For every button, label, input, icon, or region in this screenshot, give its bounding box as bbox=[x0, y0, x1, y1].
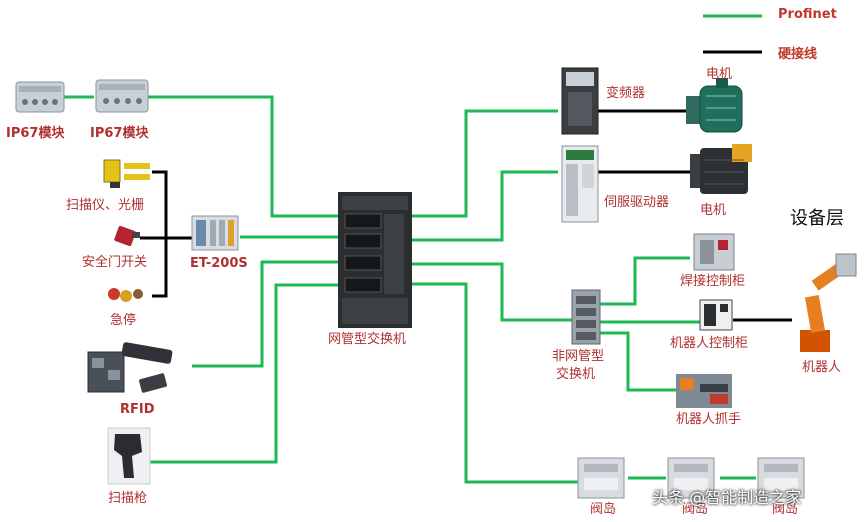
label-managed-switch: 网管型交换机 bbox=[328, 332, 407, 347]
label-valve-2: 阀岛 bbox=[682, 502, 709, 517]
motor-2-icon bbox=[690, 144, 752, 194]
robot-icon bbox=[800, 253, 857, 352]
valve-island-3-icon bbox=[757, 457, 805, 499]
label-inverter: 变频器 bbox=[606, 86, 646, 101]
valve-island-1-icon bbox=[577, 457, 625, 499]
link-unmanaged-gripper bbox=[600, 331, 676, 392]
label-door-switch: 安全门开关 bbox=[82, 255, 148, 270]
link-rfid-switch bbox=[192, 260, 355, 368]
et200s-icon bbox=[191, 215, 239, 251]
label-motor-2: 电机 bbox=[700, 203, 727, 218]
label-rfid: RFID bbox=[120, 402, 155, 417]
servo-drive-icon bbox=[561, 145, 599, 223]
label-robot-cabinet: 机器人控制柜 bbox=[670, 336, 749, 351]
welding-cabinet-icon bbox=[693, 233, 735, 271]
label-valve-1: 阀岛 bbox=[590, 502, 617, 517]
label-servo-drive: 伺服驱动器 bbox=[604, 195, 670, 210]
legend-hardwire-label: 硬接线 bbox=[778, 47, 818, 62]
scanner-light-curtain-icon bbox=[103, 159, 150, 188]
robot-gripper-icon bbox=[676, 374, 732, 408]
label-device-layer: 设备层 bbox=[790, 208, 844, 229]
motor-1-icon bbox=[686, 78, 743, 133]
hardwire-lines bbox=[140, 50, 792, 322]
label-unmanaged-switch-line2: 交换机 bbox=[556, 367, 596, 382]
rfid-reader-icon bbox=[87, 342, 173, 393]
link-switch-inverter bbox=[380, 109, 558, 218]
label-unmanaged-switch-line1: 非网管型 bbox=[552, 349, 605, 364]
watermark: 头条 @智能制造之家 bbox=[652, 488, 802, 507]
link-switch-servo bbox=[380, 170, 558, 242]
link-switch-valves bbox=[380, 282, 578, 484]
emergency-stop-icon bbox=[108, 288, 143, 302]
label-estop: 急停 bbox=[110, 313, 137, 328]
door-switch-icon bbox=[114, 225, 140, 247]
label-motor-1: 电机 bbox=[706, 67, 733, 82]
link-unmanaged-welding bbox=[600, 256, 690, 306]
label-ip67-b: IP67模块 bbox=[90, 126, 149, 141]
ip67-module-a-icon bbox=[15, 81, 65, 113]
valve-island-2-icon bbox=[667, 457, 715, 499]
ip67-module-b-icon bbox=[95, 79, 149, 113]
unmanaged-switch-icon bbox=[571, 289, 601, 345]
legend-profinet-label: Profinet bbox=[778, 7, 837, 22]
managed-switch-icon bbox=[338, 192, 412, 328]
label-et200s: ET-200S bbox=[190, 256, 248, 271]
wire-sensors-et200s bbox=[152, 170, 168, 298]
robot-cabinet-icon bbox=[699, 299, 733, 331]
label-robot: 机器人 bbox=[802, 360, 842, 375]
link-ip67-switch bbox=[148, 95, 355, 218]
link-scangun-switch bbox=[150, 283, 355, 464]
label-ip67-a: IP67模块 bbox=[6, 126, 65, 141]
label-scanner-curtain: 扫描仪、光栅 bbox=[66, 198, 145, 213]
link-switch-unmanaged bbox=[380, 262, 572, 322]
label-scan-gun: 扫描枪 bbox=[108, 491, 148, 506]
scan-gun-icon bbox=[107, 427, 151, 485]
inverter-icon bbox=[561, 67, 599, 135]
label-welding-cabinet: 焊接控制柜 bbox=[680, 274, 746, 289]
label-valve-3: 阀岛 bbox=[772, 502, 799, 517]
profinet-lines bbox=[64, 14, 762, 484]
label-robot-gripper: 机器人抓手 bbox=[676, 412, 742, 427]
